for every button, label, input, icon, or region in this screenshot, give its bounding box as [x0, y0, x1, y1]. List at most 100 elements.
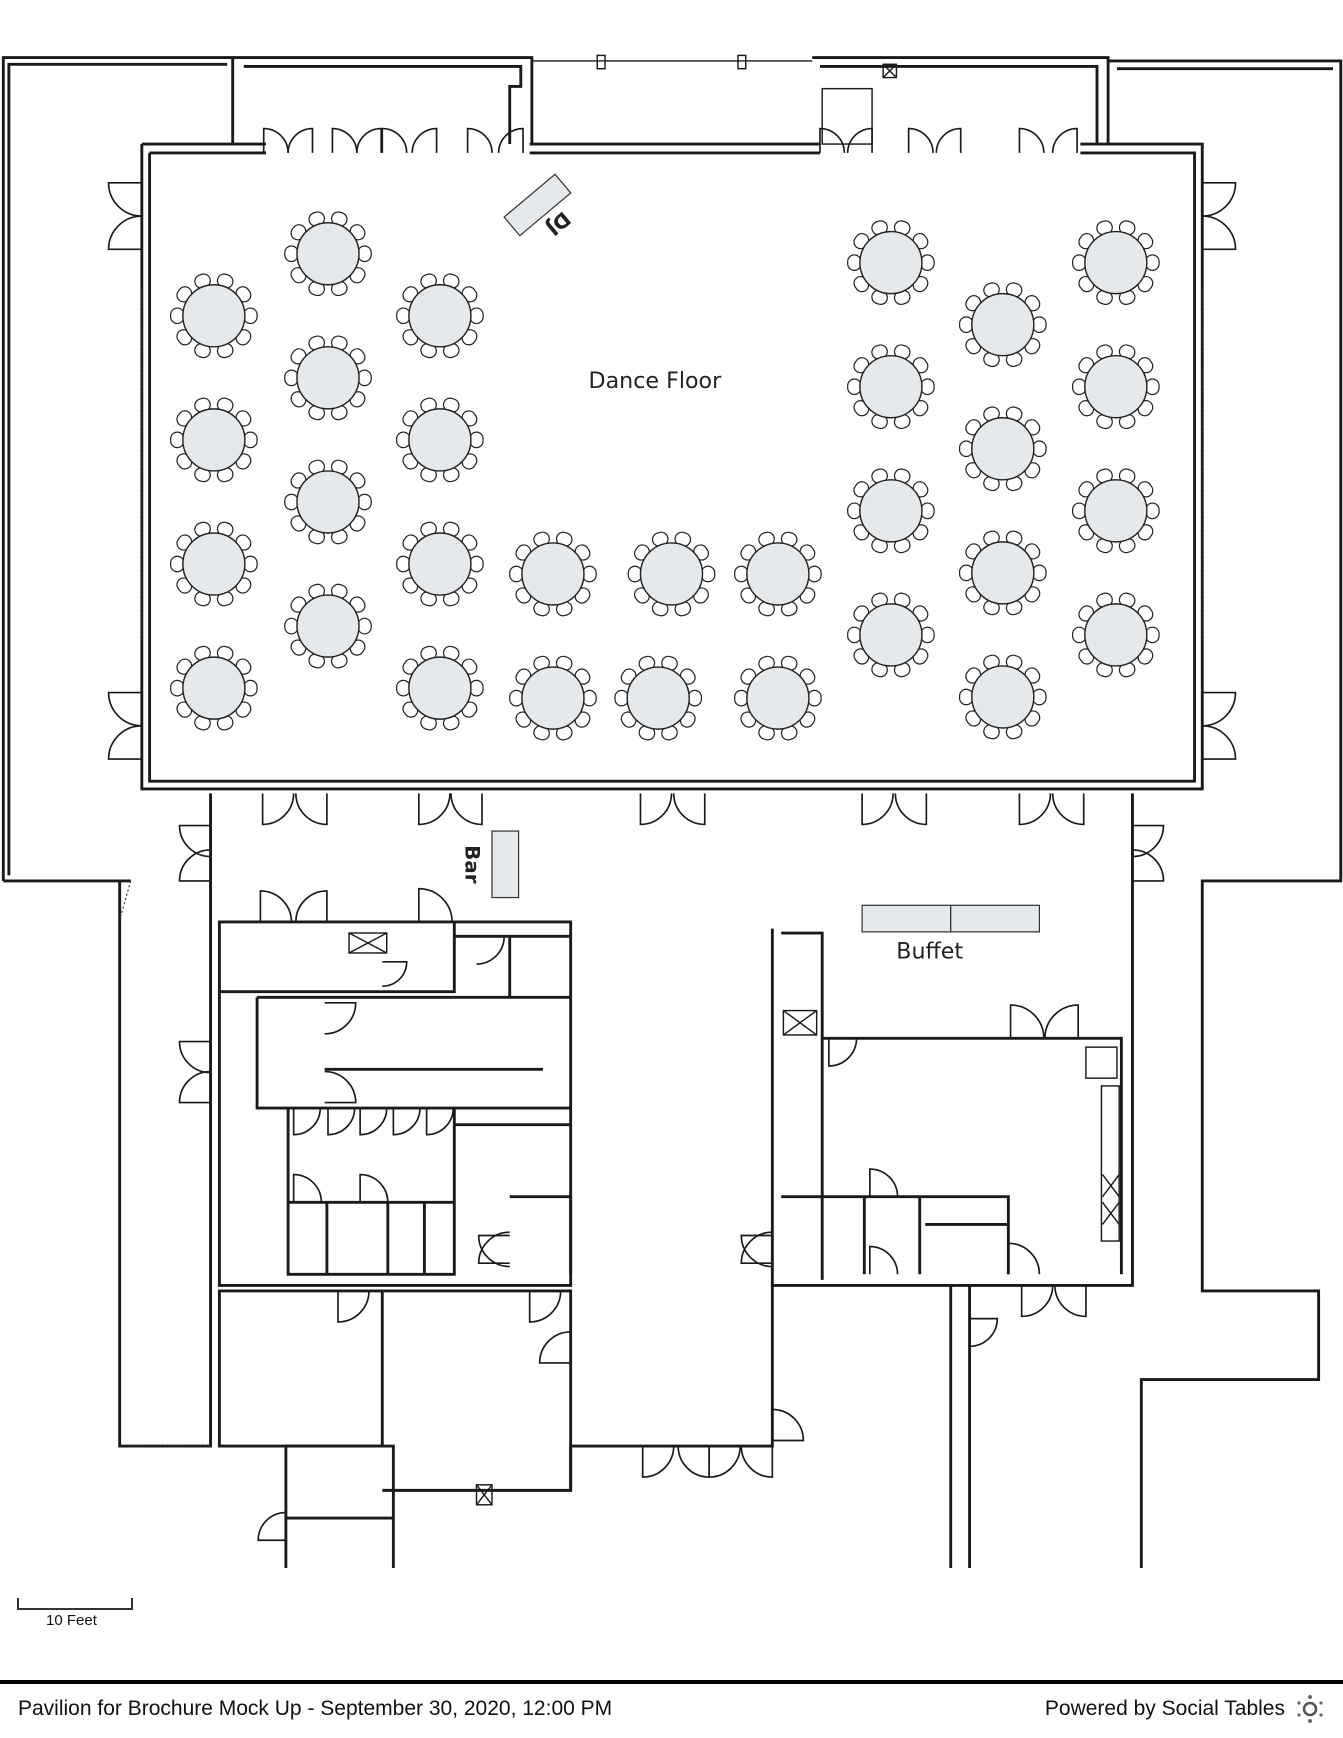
- door-swing: [337, 1290, 370, 1323]
- chair: [1145, 626, 1160, 644]
- door-swing: [418, 793, 451, 826]
- buffet-table: [861, 904, 1040, 933]
- door-swing: [292, 1173, 323, 1203]
- door-swing: [359, 1173, 389, 1203]
- round-table: [614, 655, 703, 741]
- table-top: [1084, 479, 1148, 543]
- door-swing: [1051, 793, 1085, 826]
- chair: [284, 617, 299, 635]
- chair: [1145, 502, 1160, 520]
- door-swing: [476, 935, 506, 965]
- round-table: [509, 531, 597, 617]
- round-table: [284, 335, 372, 421]
- chair: [614, 689, 629, 707]
- round-table: [958, 406, 1047, 492]
- door-swing: [538, 1331, 571, 1364]
- door-swing: [907, 127, 934, 153]
- social-tables-logo-icon: [1297, 1695, 1323, 1723]
- chair: [582, 565, 597, 583]
- door-swing: [178, 1070, 211, 1104]
- door-swing: [355, 127, 383, 153]
- round-table: [170, 397, 258, 483]
- round-table: [396, 273, 484, 359]
- chair: [958, 688, 974, 706]
- chair: [243, 679, 258, 697]
- door-swing: [1018, 793, 1052, 826]
- door-swing: [381, 127, 408, 153]
- chair: [469, 679, 484, 697]
- powered-by-text: Powered by Social Tables: [1044, 1697, 1285, 1720]
- round-table: [958, 654, 1047, 740]
- chair: [1032, 440, 1047, 458]
- chair: [920, 378, 935, 396]
- door-swing: [287, 127, 314, 153]
- door-swing: [324, 1070, 357, 1104]
- chair: [509, 565, 524, 583]
- door-swing: [259, 890, 293, 922]
- round-table: [847, 468, 935, 554]
- chair: [1032, 688, 1047, 706]
- table-top: [859, 230, 923, 295]
- chair: [847, 378, 862, 396]
- table-top: [626, 666, 690, 730]
- door-swing: [1018, 127, 1045, 153]
- table-top: [521, 666, 585, 730]
- chair: [627, 565, 643, 583]
- round-table: [170, 645, 258, 731]
- chair: [357, 617, 372, 635]
- chair: [582, 689, 597, 707]
- chair: [920, 502, 935, 520]
- chair: [170, 431, 185, 449]
- chair: [734, 689, 749, 707]
- table-top: [408, 656, 472, 720]
- door-swing: [894, 793, 928, 826]
- door-swing: [1202, 691, 1237, 727]
- scale-bar: [17, 1598, 133, 1610]
- chair: [920, 626, 935, 644]
- chair: [284, 369, 299, 387]
- door-swing: [1202, 215, 1237, 251]
- door-swing: [178, 824, 211, 858]
- chair: [847, 254, 862, 271]
- round-table: [847, 220, 935, 305]
- round-table: [734, 655, 822, 741]
- table-top: [971, 541, 1035, 605]
- table-top: [182, 656, 246, 720]
- door-swing: [477, 1234, 510, 1268]
- footer-divider: [0, 1680, 1343, 1684]
- door-swing: [819, 127, 846, 153]
- table-top: [746, 666, 810, 730]
- door-swing: [708, 1446, 742, 1478]
- table-top: [971, 665, 1035, 729]
- door-swing: [869, 1245, 899, 1275]
- door-swing: [107, 182, 142, 217]
- chair: [396, 307, 411, 325]
- table-top: [521, 542, 585, 606]
- door-swing: [418, 887, 453, 922]
- round-table: [170, 273, 258, 359]
- door-swing: [1132, 849, 1165, 882]
- round-table: [170, 521, 258, 607]
- round-table: [847, 592, 935, 678]
- chair: [700, 565, 716, 583]
- chair: [687, 689, 703, 707]
- round-table: [1072, 344, 1160, 430]
- chair: [807, 565, 822, 583]
- chair: [1072, 254, 1087, 271]
- table-top: [859, 479, 923, 543]
- chair: [1072, 626, 1087, 644]
- door-swing: [261, 793, 295, 826]
- chair: [357, 245, 372, 263]
- door-swing: [672, 793, 706, 826]
- door-swing: [107, 724, 142, 760]
- door-swing: [382, 960, 408, 988]
- floor-plan: DJ Dance Floor Bar Buffet: [1, 54, 1343, 1568]
- door-swing: [425, 1108, 455, 1136]
- round-table: [1072, 592, 1160, 678]
- chair: [469, 555, 484, 573]
- table-top: [408, 408, 472, 472]
- door-swing: [450, 793, 483, 826]
- door-swing: [331, 127, 358, 153]
- chair: [469, 307, 484, 325]
- chair: [807, 689, 822, 707]
